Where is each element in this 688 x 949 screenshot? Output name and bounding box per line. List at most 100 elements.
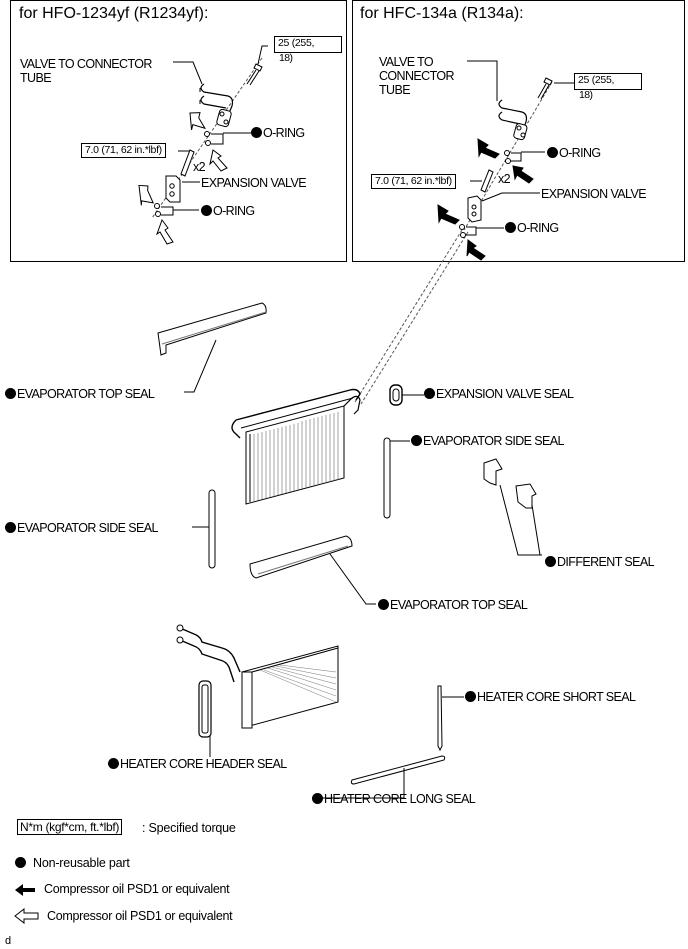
different-seal-part — [483, 458, 537, 509]
different-seal-text: DIFFERENT SEAL — [557, 555, 655, 569]
hfo-expansion-valve-label: EXPANSION VALVE — [201, 176, 307, 190]
hfo-torque-top-line1: 25 (255, — [278, 37, 315, 49]
hfc-o-ring-lower-text: O-RING — [517, 221, 559, 235]
hfo-oil-arrow-1 — [189, 112, 206, 131]
hfc-torque-top-line2: 18) — [579, 89, 593, 101]
expansion-valve-seal-part — [389, 384, 403, 406]
hfc-o-ring-upper-label: O-RING — [547, 146, 601, 160]
hfc-top-bolt — [537, 77, 553, 100]
expansion-valve-seal-text: EXPANSION VALVE SEAL — [436, 387, 574, 401]
hfo-o-ring-upper-text: O-RING — [263, 126, 305, 140]
hfc-expansion-valve — [467, 195, 482, 223]
hfc-torque-bolt: 7.0 (71, 62 in.*lbf) — [371, 174, 456, 189]
hfo-assembly-drawing — [138, 45, 268, 245]
hfo-panel-title: for HFO-1234yf (R1234yf): — [19, 5, 209, 22]
alignment-line-1 — [354, 229, 463, 403]
hfo-torque-bolt: 7.0 (71, 62 in.*lbf) — [81, 143, 166, 158]
heater-core-short-seal-part — [437, 685, 443, 752]
evaporator-top-seal-upper-part — [157, 302, 267, 356]
evaporator-top-seal-upper-text: EVAPORATOR TOP SEAL — [17, 387, 155, 401]
legend: N*m (kgf*cm, ft.*lbf) : Specified torque… — [0, 815, 300, 949]
heater-core-long-seal-part — [350, 755, 446, 785]
hfc-o-ring-upper-text: O-RING — [559, 146, 601, 160]
hfo-valve-tube-label-2: TUBE — [20, 71, 52, 85]
hfc-valve-tube-label-2: CONNECTOR — [379, 69, 455, 83]
non-reusable-icon — [411, 435, 422, 446]
hfc-valve-to-connector-tube — [498, 99, 528, 141]
hfc-oil-arrow-2 — [512, 165, 534, 184]
legend-non-reusable-icon — [15, 857, 26, 868]
different-seal-label: DIFFERENT SEAL — [545, 555, 655, 569]
non-reusable-icon — [545, 556, 556, 567]
hfo-o-ring-upper — [204, 131, 210, 137]
evaporator-side-seal-right-text: EVAPORATOR SIDE SEAL — [423, 434, 564, 448]
heater-core-header-seal-label: HEATER CORE HEADER SEAL — [108, 757, 287, 771]
hfo-expansion-valve — [165, 175, 181, 203]
hfo-oil-arrow-3 — [138, 184, 154, 206]
footer-mark: d — [5, 935, 11, 947]
hfc-mid-bolt — [480, 169, 494, 193]
hfo-oil-arrow-2 — [209, 149, 228, 172]
evaporator-top-seal-lower-leader — [329, 553, 376, 605]
hfo-valve-to-connector-tube — [199, 83, 234, 128]
hfo-top-bolt — [246, 63, 263, 86]
non-reusable-icon — [108, 758, 119, 769]
different-seal-leader — [499, 484, 542, 556]
non-reusable-icon — [201, 205, 212, 216]
evaporator-side-seal-right-label: EVAPORATOR SIDE SEAL — [411, 434, 564, 448]
non-reusable-icon — [251, 127, 262, 138]
heater-core-long-seal-text: HEATER CORE LONG SEAL — [324, 792, 476, 806]
legend-torque-unit: N*m (kgf*cm, ft.*lbf) — [17, 819, 123, 835]
hfc-oil-arrow-3 — [437, 204, 460, 225]
hfo-tube-leader — [173, 61, 203, 85]
evaporator-top-seal-lower-part — [249, 535, 353, 579]
evaporator-side-seal-right-part — [383, 437, 391, 519]
hfo-o-ring-lower-label: O-RING — [201, 204, 255, 218]
hfc-oil-arrow-4 — [466, 239, 486, 261]
heater-core-header-seal-part — [198, 680, 212, 738]
legend-solid-arrow-icon — [15, 884, 35, 896]
evaporator-side-seal-left-label: EVAPORATOR SIDE SEAL — [5, 521, 158, 535]
hfc-qty: x2 — [498, 172, 511, 186]
hfc-panel-title: for HFC-134a (R134a): — [360, 5, 524, 22]
hfc-expansion-valve-label: EXPANSION VALVE — [541, 187, 647, 201]
non-reusable-icon — [465, 691, 476, 702]
hfc-valve-tube-label-3: TUBE — [379, 83, 411, 97]
hfo-valve-tube-label-1: VALVE TO CONNECTOR — [20, 57, 152, 71]
legend-non-reusable-text: Non-reusable part — [33, 856, 130, 870]
evaporator-top-seal-upper-label: EVAPORATOR TOP SEAL — [5, 387, 155, 401]
evaporator-side-seal-left-text: EVAPORATOR SIDE SEAL — [17, 521, 158, 535]
hfo-o-ring-lower-text: O-RING — [213, 204, 255, 218]
hfo-qty: x2 — [193, 160, 206, 174]
hfc-oil-arrow-1 — [477, 138, 500, 159]
expansion-valve-seal-label: EXPANSION VALVE SEAL — [424, 387, 574, 401]
alignment-line-2 — [360, 231, 469, 405]
non-reusable-icon — [312, 793, 323, 804]
non-reusable-icon — [378, 599, 389, 610]
heater-core-long-seal-label: HEATER CORE LONG SEAL — [312, 792, 476, 806]
hfc-valve-tube-label-1: VALVE TO — [379, 55, 434, 69]
heater-core-short-seal-text: HEATER CORE SHORT SEAL — [477, 690, 636, 704]
hfc-torque-top-line1: 25 (255, — [578, 74, 615, 86]
non-reusable-icon — [5, 388, 16, 399]
non-reusable-icon — [547, 147, 558, 158]
hfo-o-ring-lower — [154, 203, 160, 209]
evaporator-top-seal-lower-label: EVAPORATOR TOP SEAL — [378, 598, 528, 612]
evaporator-side-seal-left-part — [208, 489, 216, 569]
hfo-mid-bolt — [180, 149, 195, 177]
legend-solid-arrow-text: Compressor oil PSD1 or equivalent — [44, 882, 230, 896]
heater-core-short-seal-label: HEATER CORE SHORT SEAL — [465, 690, 636, 704]
evaporator-core — [231, 388, 361, 505]
heater-core-header-seal-text: HEATER CORE HEADER SEAL — [120, 757, 287, 771]
hfc-torque-top: 25 (255, — [574, 73, 642, 90]
non-reusable-icon — [5, 522, 16, 533]
evaporator-top-seal-lower-text: EVAPORATOR TOP SEAL — [390, 598, 528, 612]
hfo-torque-top: 25 (255, — [274, 36, 342, 53]
legend-torque-desc: : Specified torque — [142, 821, 236, 835]
hfc-o-ring-lower-label: O-RING — [505, 221, 559, 235]
non-reusable-icon — [424, 388, 435, 399]
legend-hollow-arrow-text: Compressor oil PSD1 or equivalent — [47, 909, 233, 923]
hfo-torque-top-line2: 18) — [279, 52, 293, 64]
hfc-assembly-drawing — [354, 60, 574, 405]
